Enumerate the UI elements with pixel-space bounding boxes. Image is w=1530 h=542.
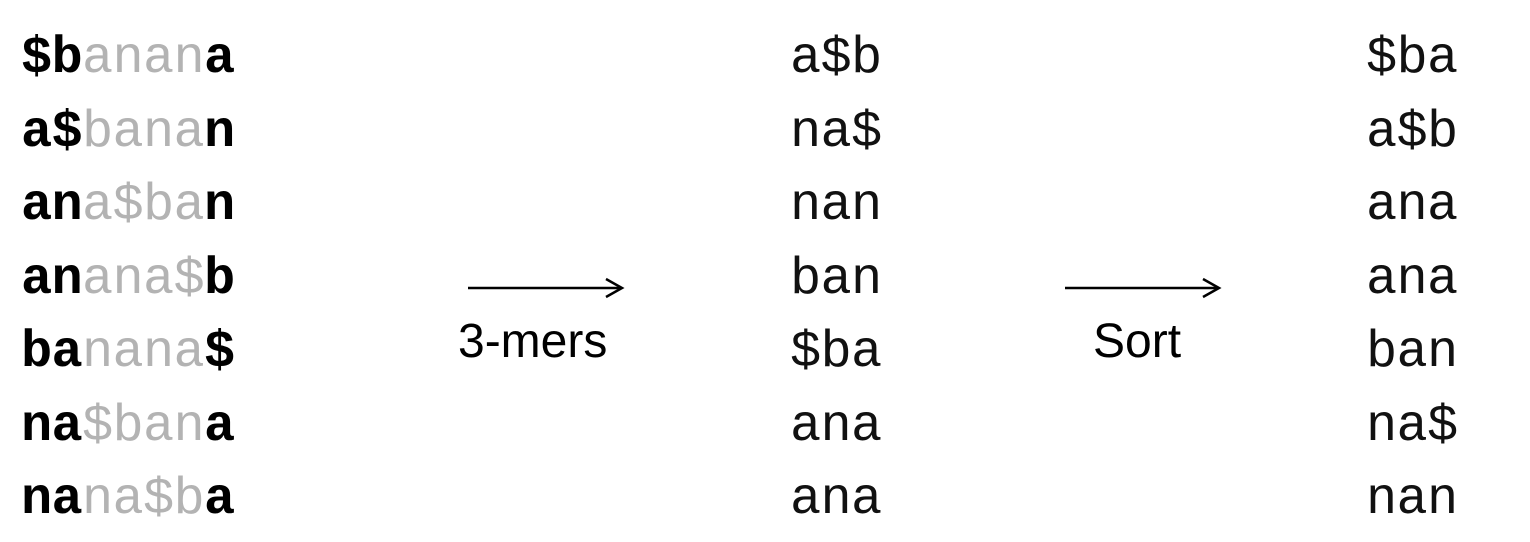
label-3mers: 3-mers xyxy=(458,315,608,368)
kmer-item: ban xyxy=(790,249,883,309)
kmer-item: nan xyxy=(790,176,883,235)
matrix-row: $banana xyxy=(21,29,236,88)
kmer-item: ana xyxy=(790,470,883,529)
kmer-item: na$ xyxy=(790,102,883,162)
matrix-row: banana$ xyxy=(21,323,236,382)
label-sort: Sort xyxy=(1093,315,1182,368)
kmer-item: $ba xyxy=(790,323,883,382)
matrix-row: nana$ba xyxy=(21,470,236,529)
sorted-kmer-item: nan xyxy=(1366,470,1459,529)
sorted-kmer-item: a$b xyxy=(1366,102,1459,162)
arrow-3mers xyxy=(468,277,625,299)
kmer-item: a$b xyxy=(790,29,883,88)
matrix-row: anana$b xyxy=(21,249,236,309)
arrow-sort xyxy=(1065,277,1222,299)
sorted-kmer-item: na$ xyxy=(1366,396,1459,456)
sorted-kmer-item: ana xyxy=(1366,176,1459,235)
sorted-kmer-item: $ba xyxy=(1366,29,1459,88)
sorted-kmer-list: $ba a$b ana ana ban na$ nan xyxy=(1366,22,1458,537)
kmer-item: ana xyxy=(790,396,883,456)
matrix-row: a$banan xyxy=(21,102,236,162)
rotation-matrix: $banana a$banan ana$ban anana$b banana$ na$ba… xyxy=(21,22,235,537)
matrix-row: na$bana xyxy=(21,396,236,456)
sorted-kmer-item: ana xyxy=(1366,249,1459,309)
matrix-row: ana$ban xyxy=(21,176,236,235)
sorted-kmer-item: ban xyxy=(1366,323,1459,382)
kmer-list: a$b na$ nan ban $ba ana ana xyxy=(790,22,882,537)
